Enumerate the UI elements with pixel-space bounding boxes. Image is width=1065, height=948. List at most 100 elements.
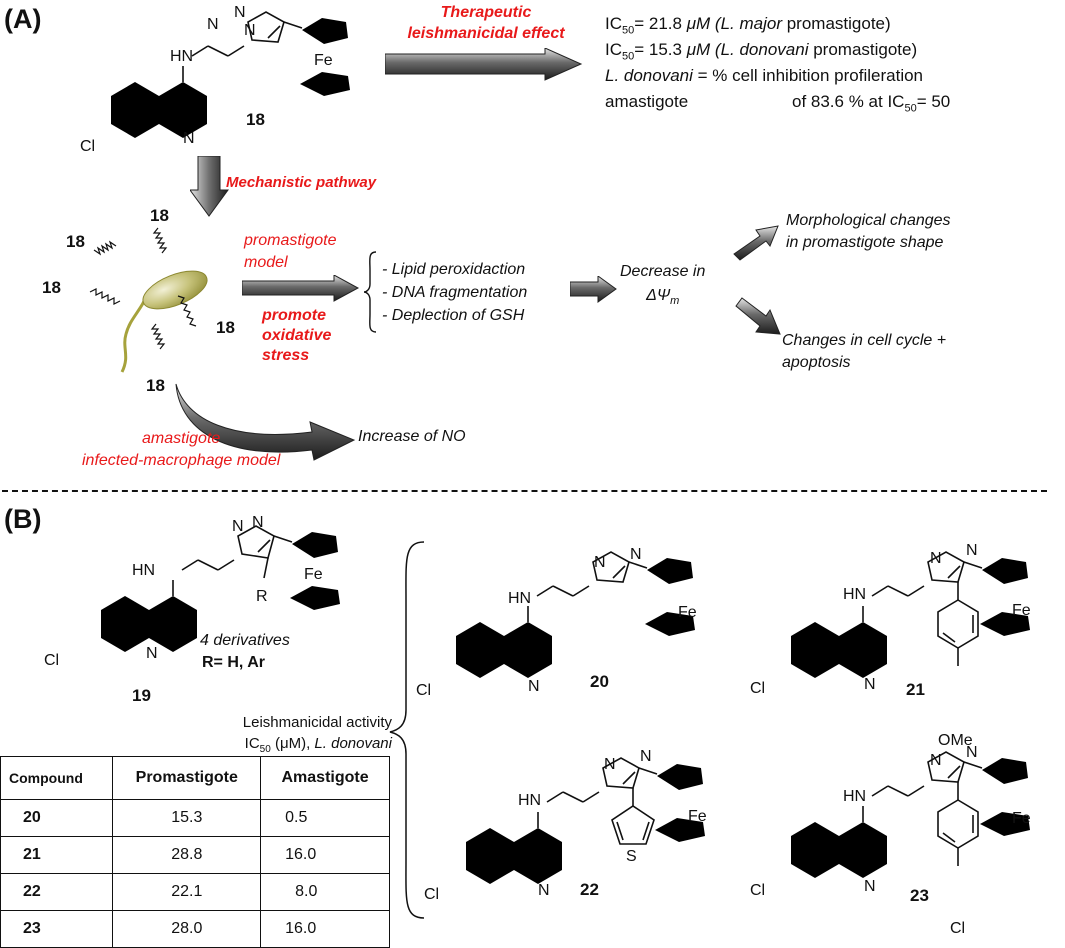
atom-n: N [528,678,540,695]
cell-promastigote: 15.3 [112,799,262,837]
derivatives-brace [389,541,425,919]
cell-amastigote: 0.5 [260,799,390,837]
effect-dna: - DNA fragmentation [382,284,528,301]
compound-label-23: 23 [910,886,929,905]
ic50-major-line: IC50= 21.8 μM (L. major promastigote) [605,14,891,37]
atom-n: N [640,748,652,765]
atom-n: N [244,22,256,39]
effect-lipid: - Lipid peroxidaction [382,261,526,278]
compound-19-structure [83,525,340,652]
atom-nh: HN [843,788,867,805]
atom-cl: Cl [80,138,96,155]
compound-18-structure [93,11,350,138]
amastigote-inhibition-line: L. donovani = % cell inhibition profiler… [605,66,924,85]
atom-nh: HN [508,590,532,607]
amastigote-value: of 83.6 % at IC50= 50 [792,92,951,115]
atom-nh: HN [518,792,542,809]
label-18-top: 18 [150,206,169,225]
atom-n: N [864,878,876,895]
atom-n: N [146,645,158,662]
ic50-donovani-line: IC50= 15.3 μM (L. donovani promastigote) [605,40,918,63]
atom-n: N [930,550,942,567]
no-arrow [175,383,356,461]
atom-n: N [930,752,942,769]
atom-cl: Cl [44,652,60,669]
atom-n: N [232,518,244,535]
atom-n: N [604,756,616,773]
atom-cl: Cl [416,682,432,699]
compound-23-structure [773,751,1030,878]
atom-cl: Cl [750,882,766,899]
header-promastigote: Promastigote [112,756,262,800]
cell-compound: 21 [0,836,114,874]
label-18-left: 18 [42,278,61,297]
atom-n: N [966,542,978,559]
morph-arrow [733,225,779,261]
effects-brace [363,251,377,333]
atom-s: S [626,848,637,865]
r-group-symbol: R [256,588,268,605]
table-row: 21 28.8 16.0 [0,836,390,874]
compound-21-structure [773,551,1030,678]
methoxy-label: OMe [938,732,973,749]
cell-promastigote: 28.0 [112,910,262,948]
cell-promastigote: 22.1 [112,873,262,911]
cell-amastigote: 16.0 [260,836,390,874]
compound-22-structure [448,757,705,884]
panel-divider [2,490,1047,492]
r-group-label: R= H, Ar [202,654,265,671]
atom-n: N [183,130,195,147]
header-amastigote: Amastigote [260,756,390,800]
atom-nh: HN [132,562,156,579]
atom-n: N [966,744,978,761]
label-18-bottom: 18 [146,376,165,395]
table-row: 20 15.3 0.5 [0,799,390,837]
decrease-arrow [570,276,617,303]
compound-label-22: 22 [580,880,599,899]
atom-fe: Fe [678,604,697,621]
atom-n: N [594,554,606,571]
compound-label-20: 20 [590,672,609,691]
compound-label-18: 18 [246,110,265,129]
label-18-upper-left: 18 [66,232,85,251]
atom-cl: Cl [950,920,966,937]
parasite [89,227,208,373]
atom-nh: HN [170,48,194,65]
derivatives-label: 4 derivatives [200,632,290,649]
atom-fe: Fe [1012,602,1031,619]
table-row: 23 28.0 16.0 [0,910,390,948]
effects-list: - Lipid peroxidaction - DNA fragmentatio… [382,258,527,327]
panel-a-label: (A) [4,4,42,34]
label-18-right: 18 [216,318,235,337]
atom-n: N [630,546,642,563]
atom-fe: Fe [314,52,333,69]
atom-fe: Fe [688,808,707,825]
cell-amastigote: 8.0 [260,873,390,911]
header-compound: Compound [0,756,114,800]
cycle-label: Changes in cell cycle +apoptosis [782,332,947,371]
atom-cl: Cl [750,680,766,697]
compound-label-21: 21 [906,680,925,699]
atom-cl: Cl [424,886,440,903]
no-label: Increase of NO [358,428,466,445]
atom-n: N [538,882,550,899]
activity-caption: Leishmanicidal activity IC50 (μM), L. do… [242,714,392,755]
amastigote-word: amastigote [605,92,689,111]
atom-n: N [207,16,219,33]
mechanistic-arrow [190,156,229,217]
panel-b-label: (B) [4,504,42,534]
table-header-row: Compound Promastigote Amastigote [0,756,390,800]
atom-n: N [234,4,246,21]
cell-compound: 23 [0,910,114,948]
atom-fe: Fe [304,566,323,583]
atom-n: N [252,514,264,531]
cycle-arrow [735,297,781,335]
promastigote-arrow [242,275,360,302]
decrease-label: Decrease in ΔΨm [620,263,706,308]
table-row: 22 22.1 8.0 [0,873,390,911]
